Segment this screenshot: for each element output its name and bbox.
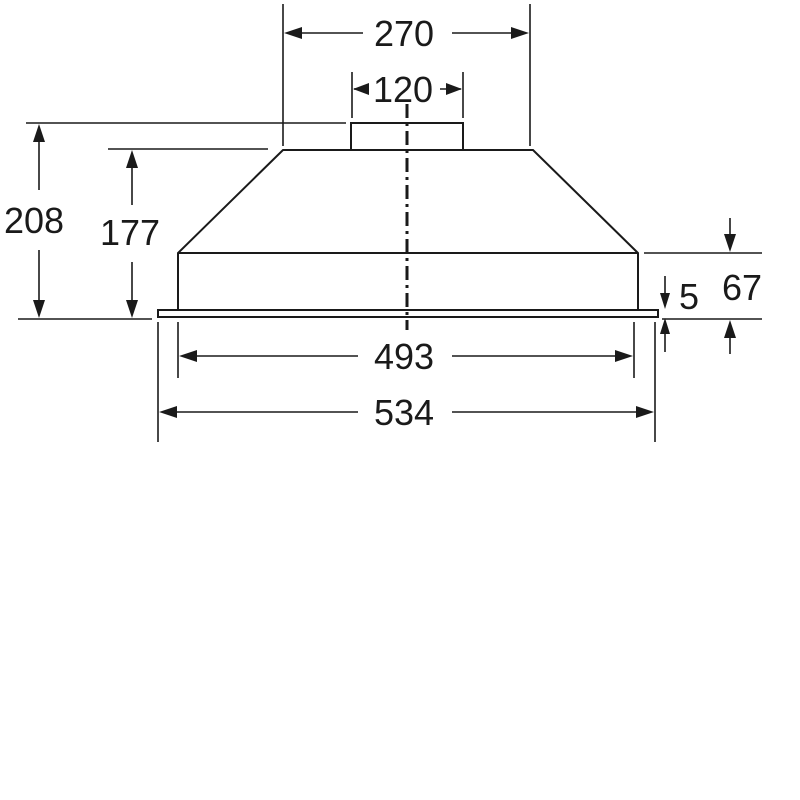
dimension-label-5: 5	[679, 276, 699, 317]
dimension-label-534: 534	[374, 392, 434, 433]
arrow-down-icon	[724, 234, 736, 252]
arrow-up-icon	[126, 150, 138, 168]
dimension-label-208: 208	[4, 200, 64, 241]
arrow-down-icon	[660, 293, 670, 309]
dimension-outer-width: 534	[157, 322, 656, 442]
dimension-inner-width: 493	[177, 322, 635, 378]
arrow-down-icon	[126, 300, 138, 318]
arrow-right-icon	[511, 27, 529, 39]
arrow-down-icon	[33, 300, 45, 318]
hood-body	[157, 104, 659, 330]
dimension-label-270: 270	[374, 13, 434, 54]
arrow-up-icon	[660, 318, 670, 334]
arrow-right-icon	[446, 83, 462, 95]
dimension-body-height: 177	[100, 148, 268, 318]
dimension-outlet-diameter: 120	[351, 69, 464, 118]
dimension-label-67: 67	[722, 267, 762, 308]
arrow-left-icon	[179, 350, 197, 362]
arrow-left-icon	[159, 406, 177, 418]
dimension-label-493: 493	[374, 336, 434, 377]
dimension-frame-thickness: 5	[660, 276, 699, 352]
arrow-left-icon	[353, 83, 369, 95]
dimension-total-height: 208	[4, 122, 346, 320]
dimension-side-height: 67	[644, 218, 762, 354]
dimension-label-120: 120	[373, 69, 433, 110]
arrow-up-icon	[724, 320, 736, 338]
arrow-left-icon	[284, 27, 302, 39]
arrow-right-icon	[615, 350, 633, 362]
dimension-label-177: 177	[100, 212, 160, 253]
arrow-up-icon	[33, 124, 45, 142]
arrow-right-icon	[636, 406, 654, 418]
